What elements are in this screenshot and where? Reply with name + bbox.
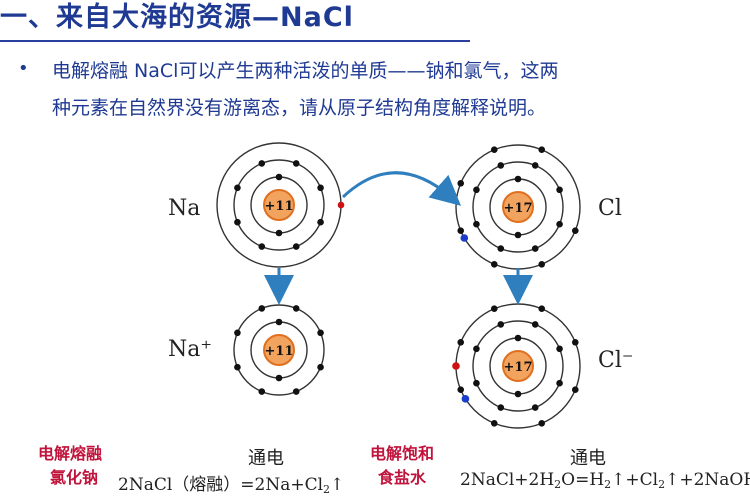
na-nucleus-charge: +11 [265,199,294,214]
electron [514,334,522,342]
electron [473,345,480,353]
reaction-left-name-line2: 氯化钠 [50,468,99,487]
gained-electron [461,395,470,403]
electron [490,419,498,427]
electron [292,388,300,395]
cl-atom: +17 [455,144,581,270]
cl-nucleus-charge: +17 [504,201,533,216]
na-atom-label: Na [168,196,201,221]
electron [292,305,300,312]
question-paragraph: 电解熔融 NaCl可以产生两种活泼的单质——钠和氯气，这两 种元素在自然界没有游… [52,53,750,127]
electron [258,243,266,250]
electron [234,363,241,371]
electron [497,404,505,411]
electron [457,338,465,346]
electron [457,386,465,394]
electron [514,390,522,398]
electron [490,146,498,154]
paragraph-line-1: 电解熔融 NaCl可以产生两种活泼的单质——钠和氯气，这两 [52,60,559,82]
title-underline [0,40,470,42]
reaction-right-name-line2: 食盐水 [378,468,427,487]
electron [473,186,480,194]
electron [556,379,563,387]
electron [457,227,465,235]
electron [258,388,266,395]
electron [337,201,345,209]
electron [490,305,498,313]
electron [497,321,505,328]
electron-shell [233,304,325,396]
electron [234,218,241,226]
reaction-right-name-line1: 电解饱和 [370,444,435,463]
cl-ion-nucleus-charge: +17 [504,360,533,375]
electron [556,345,563,353]
electron [538,419,546,427]
cl-ion-nucleus [502,350,534,382]
cl-ion-label: Cl⁻ [598,348,634,373]
electron [473,220,480,228]
electron [538,305,546,313]
na-nucleus [263,189,295,221]
cl-atom-label: Cl [598,196,622,221]
electron-shell [472,161,564,253]
electron [571,338,579,346]
electron [538,146,546,154]
reaction-left-condition: 通电 [248,448,284,469]
electron [497,162,505,169]
electron [292,243,300,250]
electron [473,379,480,387]
electron [292,160,300,167]
electron [317,329,324,337]
na-ion-atom: +11 [233,304,325,396]
electron [275,229,283,237]
reaction-right-condition: 通电 [570,448,606,469]
electron [275,318,283,326]
electron [317,184,324,192]
na-ion-nucleus-charge: +11 [265,344,294,359]
reaction-left-name-line1: 电解熔融 [38,444,103,463]
electron [490,260,498,268]
gained-electron-slot [460,234,469,242]
electron [514,231,522,239]
electron [531,162,539,169]
electron [531,321,539,328]
electron [556,220,563,228]
reaction-right-equation: 2NaCl+2H2O=H2↑+Cl2↑+2NaOH [460,470,750,491]
electron-shell [472,320,564,412]
electron [497,245,505,252]
electron [457,179,465,187]
electron [234,329,241,337]
electron [258,305,266,312]
bullet-marker: • [18,58,29,79]
cl-nucleus [502,191,534,223]
electron [556,186,563,194]
electron [275,173,283,181]
electron [538,260,546,268]
paragraph-line-2: 种元素在自然界没有游离态，请从原子结构角度解释说明。 [52,97,547,119]
electron [317,218,324,226]
na-ion-nucleus [263,334,295,366]
electron [531,245,539,252]
cl-ion-atom: +17 [452,303,581,429]
electron [275,374,283,382]
electron [317,363,324,371]
electron [234,184,241,192]
electron [258,160,266,167]
na-atom: +11 [216,142,345,268]
reaction-left-equation: 2NaCl（熔融）=2Na+Cl2↑ [118,475,345,496]
page-title: 一、来自大海的资源—NaCl [0,2,354,33]
transferred-electron [452,362,460,370]
electron-transfer-arrow [341,171,462,206]
electron-shell [233,159,325,251]
electron [531,404,539,411]
electron [514,175,522,183]
electron [571,227,579,235]
electron [571,386,579,394]
na-ion-label: Na⁺ [168,337,212,362]
